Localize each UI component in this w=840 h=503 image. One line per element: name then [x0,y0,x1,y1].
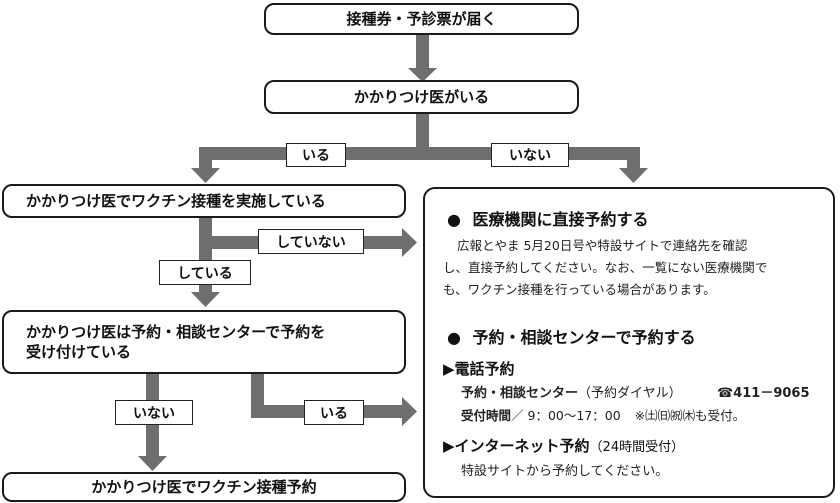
center-title-row: ● 予約・相談センターで予約する [447,324,696,348]
q1-no-label: いない [491,143,569,167]
direct-description: 広報とやま 5月20日号や特設サイトで連絡先を確認 し、直接予約してください。な… [443,238,768,297]
hours-label: 受付時間 [461,408,512,423]
center-title: 予約・相談センターで予約する [472,328,696,347]
q1-text: かかりつけ医がいる [353,88,490,106]
phone-row: 予約・相談センター（予約ダイヤル） [461,382,682,401]
net-text: 特設サイトから予約してください。 [461,464,669,479]
hours-note: ※㈯㈰㈷㈭も受付。 [634,408,746,423]
q3-yes-label: いる [304,400,364,425]
q3-no-label: いない [115,400,193,425]
arrowhead-q1 [408,68,437,82]
phone-label: 予約・相談センター [461,386,579,401]
direct-title-row: ● 医療機関に直接予約する [447,206,649,230]
arrow-q1-stem [416,112,429,154]
q1-yes-label: いる [286,143,346,167]
arrow-to-q2 [199,147,212,171]
bullet-icon: ● [447,328,461,347]
q1-box: かかりつけ医がいる [264,80,579,114]
arrow-q1-branch [199,147,640,160]
phone-icon: ☎ [717,386,734,401]
arrowhead-panel [619,168,648,183]
q3-text-line2: 受け付けている [26,343,132,361]
q2-box: かかりつけ医でワクチン接種を実施している [2,184,406,218]
net-heading-row: ▶インターネット予約（24時間受付） [443,435,684,456]
phone-heading: ▶電話予約 [443,360,515,378]
hours-row: 受付時間／ 9：00～17：00 ※㈯㈰㈷㈭も受付。 [461,405,745,424]
arrowhead-q3 [191,292,220,307]
end-box: かかりつけ医でワクチン接種予約 [2,472,406,502]
hours-value: ／ 9：00～17：00 [511,408,621,423]
q3-box: かかりつけ医は予約・相談センターで予約を 受け付けている [2,310,406,374]
arrow-start-to-q1 [416,33,429,71]
net-sub: （24時間受付） [589,440,685,455]
end-text: かかりつけ医でワクチン接種予約 [91,478,317,496]
q3-text-line1: かかりつけ医は予約・相談センターで予約を [26,323,326,341]
bullet-icon: ● [447,210,461,229]
phone-sub: （予約ダイヤル） [578,386,682,401]
phone-number-row: ☎411－9065 [717,382,810,401]
arrowhead-q2-right [402,228,417,257]
arrowhead-q2 [191,168,220,183]
q2-no-label: していない [258,229,364,254]
direct-title: 医療機関に直接予約する [472,210,649,229]
arrow-to-panel [627,147,640,171]
q2-text: かかりつけ医でワクチン接種を実施している [26,192,326,210]
arrowhead-q3-right [402,397,417,426]
arrowhead-end [138,456,167,471]
start-text: 接種券・予診票が届く [346,10,497,28]
info-panel: ● 医療機関に直接予約する 広報とやま 5月20日号や特設サイトで連絡先を確認 … [423,187,835,498]
net-heading: ▶インターネット予約 [443,437,590,455]
q2-yes-label: している [159,260,251,285]
phone-number: 411－9065 [733,386,810,401]
start-box: 接種券・予診票が届く [264,3,579,35]
